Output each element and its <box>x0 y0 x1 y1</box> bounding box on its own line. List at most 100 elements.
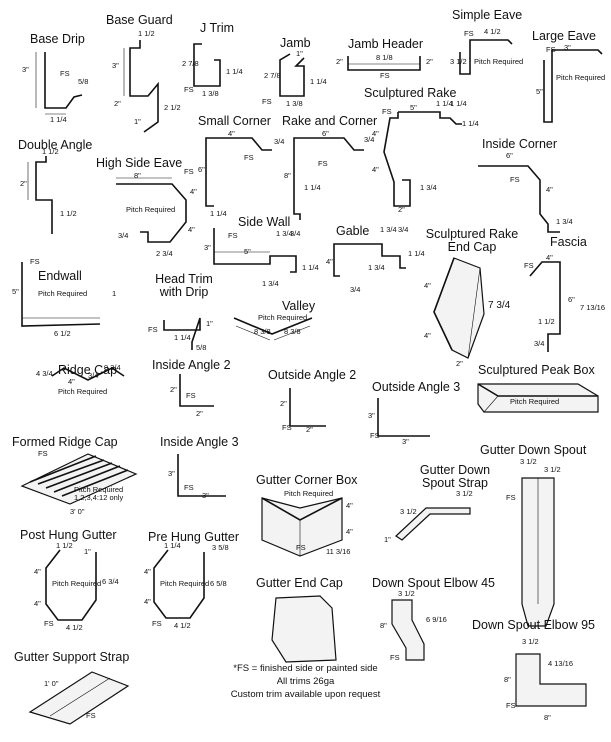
dim-label: 3" <box>168 469 175 478</box>
dim-label: 11 3/16 <box>326 547 351 556</box>
dim-label: 4" <box>546 253 553 262</box>
dim-label: 1 1/4 <box>302 263 319 272</box>
gutter-end-cap-drawing <box>271 595 337 663</box>
gutter-down-spout-strap-drawing <box>395 507 471 541</box>
inside-corner-profile <box>478 165 560 233</box>
dim-label: Pitch Required <box>160 579 210 588</box>
sculptured-rake-profile <box>383 111 462 207</box>
dim-label: FS <box>30 257 40 266</box>
rake-and-corner-profile <box>293 137 364 220</box>
dim-label: FS <box>244 153 254 162</box>
gutter-corner-box-drawing <box>261 497 343 557</box>
dim-label: 4" <box>372 129 379 138</box>
dim-label: 1 1/2 <box>538 317 555 326</box>
title-inside-angle-2: Inside Angle 2 <box>152 358 231 372</box>
dim-label: 3 1/2 <box>456 489 473 498</box>
dim-label: FS <box>382 107 392 116</box>
dim-label: Pitch Required <box>126 205 176 214</box>
dim-label: 2" <box>20 179 27 188</box>
dim-label: FS <box>296 543 306 552</box>
dim-label: 1 3/4 <box>262 279 279 288</box>
title-inside-angle-3: Inside Angle 3 <box>160 435 239 449</box>
jamb-header-profile <box>347 56 421 71</box>
dim-label: 1 1/2 <box>56 541 73 550</box>
base-guard-profile <box>123 40 159 133</box>
dim-label: 4 1/2 <box>174 621 191 630</box>
dim-label: 4" <box>326 257 333 266</box>
dim-label: FS <box>370 431 380 440</box>
dim-label: 1 1/4 <box>408 249 425 258</box>
dim-label: FS <box>86 711 96 720</box>
dim-label: 5/8 <box>196 343 207 352</box>
dim-label: FS <box>546 45 556 54</box>
large-eave-profile <box>543 49 603 123</box>
dim-label: 1 1/4 <box>436 99 453 108</box>
dim-label: 3 1/2 <box>398 589 415 598</box>
dim-label: 3/4 <box>350 285 361 294</box>
dim-label: 3 1/2 <box>450 57 467 66</box>
dim-label: 2" <box>114 99 121 108</box>
dim-label: 2" <box>398 205 405 214</box>
head-trim-with-drip-profile <box>163 317 201 350</box>
small-corner-profile <box>205 137 272 207</box>
inside-angle-2-profile <box>179 374 214 407</box>
dim-label: FS <box>282 423 292 432</box>
title-sculptured-rake: Sculptured Rake <box>364 86 457 100</box>
down-spout-elbow-45-drawing <box>391 599 425 661</box>
title-double-angle: Double Angle <box>18 138 93 152</box>
dim-label: FS <box>44 619 54 628</box>
title-small-corner: Small Corner <box>198 114 271 128</box>
dim-label: 8 3/8 <box>284 327 301 336</box>
dim-label: 1' 0" <box>44 679 59 688</box>
dim-label: 4" <box>68 377 75 386</box>
title-inside-corner: Inside Corner <box>482 137 558 151</box>
dim-label: 4" <box>34 599 41 608</box>
dim-label: 4" <box>346 527 353 536</box>
dim-label: 1 3/4 <box>380 225 397 234</box>
note-fs-definition: *FS = finished side or painted side <box>233 663 378 674</box>
title-gutter-end-cap: Gutter End Cap <box>256 576 343 590</box>
dim-label: 1 <box>112 289 117 298</box>
title-gutter-down-spout: Gutter Down Spout <box>480 443 587 457</box>
dim-label: FS <box>464 29 474 38</box>
sculptured-peak-box-drawing <box>477 383 599 413</box>
title-gutter-corner-box: Gutter Corner Box <box>256 473 358 487</box>
title-j-trim: J Trim <box>200 21 235 35</box>
j-trim-profile <box>193 43 221 87</box>
dim-label: 3/4 <box>88 371 99 380</box>
dim-label: 3 5/8 <box>212 543 229 552</box>
outside-angle-3-profile <box>377 398 430 437</box>
dim-label: 1 1/4 <box>310 77 327 86</box>
down-spout-elbow-95-drawing <box>515 653 587 707</box>
dim-label: 1 3/4 <box>368 263 385 272</box>
endwall-profile <box>21 262 101 327</box>
dim-label: 1" <box>296 49 303 58</box>
dim-label: 7 13/16 <box>580 303 606 312</box>
dim-label: 4" <box>228 129 235 138</box>
dim-label: 3" <box>112 61 119 70</box>
dim-label: 4 1/2 <box>484 27 501 36</box>
dim-label: 2 7/8 <box>264 71 281 80</box>
dim-label: 5" <box>410 103 417 112</box>
dim-label: 1 1/2 <box>60 209 77 218</box>
title-pre-hung-gutter: Pre Hung Gutter <box>148 530 240 544</box>
dim-label: 3/4 <box>118 231 129 240</box>
dim-label: 4" <box>424 281 431 290</box>
dim-label: 5/8 <box>78 77 89 86</box>
dim-label: 4" <box>546 185 553 194</box>
dim-label: 1 1/4 <box>450 99 467 108</box>
dim-label: 1 3/4 <box>420 183 437 192</box>
dim-label: FS <box>228 231 238 240</box>
dim-label: FS <box>390 653 400 662</box>
dim-label: FS <box>186 391 196 400</box>
dim-label: 6" <box>506 151 513 160</box>
title-base-guard: Base Guard <box>106 13 173 27</box>
title-high-side-eave: High Side Eave <box>96 156 183 170</box>
gable-profile <box>333 243 406 277</box>
dim-label: 1 1/4 <box>164 541 181 550</box>
dim-label: 6" <box>568 295 575 304</box>
dim-label: 8" <box>504 675 511 684</box>
dim-label: 1 1/4 <box>210 209 227 218</box>
side-wall-profile <box>213 228 297 273</box>
